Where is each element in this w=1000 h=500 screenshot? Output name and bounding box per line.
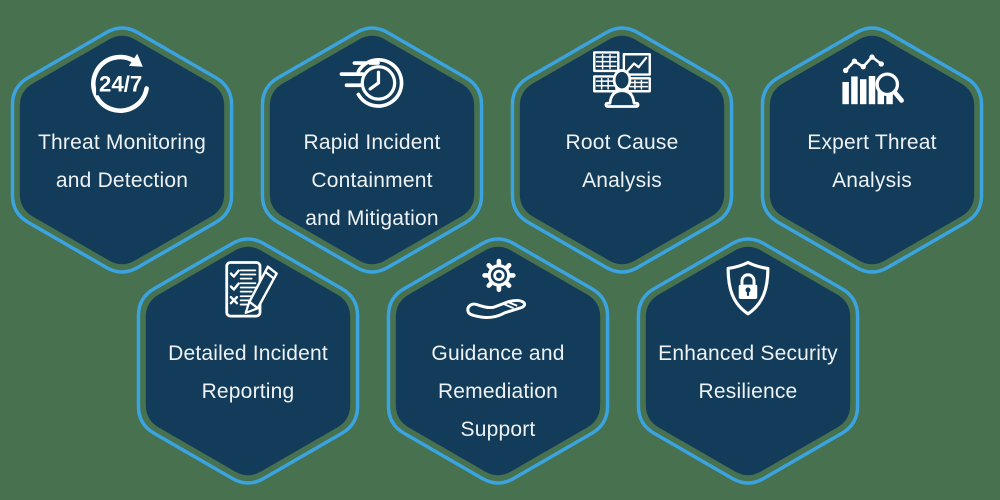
24-7-monitoring-icon: 24/7 — [91, 53, 149, 113]
label-line: Analysis — [582, 169, 662, 192]
hex-root-cause-analysis: Root Cause Analysis — [489, 17, 755, 283]
chart-magnifier-icon — [842, 54, 904, 105]
hexagon-fill — [269, 35, 475, 265]
shield-lock-icon — [726, 260, 770, 316]
hex-expert-threat-analysis: Expert Threat Analysis — [739, 17, 1000, 283]
analyst-dashboards-icon — [593, 51, 651, 108]
label-line: Remediation — [437, 380, 559, 403]
label-line: Guidance and — [431, 342, 565, 365]
hex-enhanced-security-resilience: Enhanced Security Resilience — [615, 228, 881, 494]
hexagon-border — [760, 26, 984, 274]
hexagon-border — [260, 26, 484, 274]
hexagon-shape — [386, 237, 610, 485]
hex-detailed-incident-reporting: Detailed Incident Reporting — [115, 228, 381, 494]
hex-label: Root Cause Analysis — [566, 124, 679, 200]
hexagon-border — [136, 237, 360, 485]
hex-guidance-and-remediation-support: Guidance and Remediation Support — [365, 228, 631, 494]
hex-label: Enhanced Security Resilience — [658, 335, 838, 411]
hexagon-fill — [19, 35, 225, 265]
hexagon-shape — [760, 26, 984, 274]
hexagon-shape — [260, 26, 484, 274]
label-line: Enhanced Security — [658, 342, 838, 365]
hexagon-shape — [10, 26, 234, 274]
hexagon-shape — [636, 237, 860, 485]
hexagon-border — [386, 237, 610, 485]
label-line: Support — [460, 418, 536, 441]
label-line: Threat Monitoring — [38, 131, 206, 154]
hexagon-fill — [145, 246, 351, 476]
gear-hand-icon — [466, 258, 527, 319]
hexagon-fill — [645, 246, 851, 476]
hex-rapid-incident-containment-and-mitigation: Rapid Incident Containment and Mitigatio… — [239, 17, 505, 283]
hexagon-border — [10, 26, 234, 274]
hexagon-border — [510, 26, 734, 274]
label-line: Detailed Incident — [168, 342, 328, 365]
hex-label: Guidance and Remediation Support — [431, 335, 564, 449]
label-line: Rapid Incident — [303, 131, 441, 154]
hex-label: Rapid Incident Containment and Mitigatio… — [303, 124, 440, 238]
hexagon-fill — [769, 35, 975, 265]
hexagon-fill — [519, 35, 725, 265]
hexagon-border — [636, 237, 860, 485]
24-7-label: 24/7 — [99, 72, 142, 97]
label-line: Expert Threat — [807, 131, 937, 154]
speed-clock-icon — [339, 57, 404, 108]
hexagon-fill — [395, 246, 601, 476]
hex-label: Expert Threat Analysis — [807, 124, 936, 200]
checklist-pencil-icon — [225, 261, 278, 318]
hexagon-shape — [136, 237, 360, 485]
label-line: Root Cause — [565, 131, 679, 154]
hexagon-shape — [510, 26, 734, 274]
label-line: and Detection — [55, 169, 189, 192]
label-line: Resilience — [698, 380, 798, 403]
hex-threat-monitoring-and-detection: 24/7 Threat Monitoring and Detection — [0, 17, 255, 283]
label-line: Reporting — [201, 380, 295, 403]
hex-label: Threat Monitoring and Detection — [38, 124, 206, 200]
hex-label: Detailed Incident Reporting — [168, 335, 328, 411]
label-line: Analysis — [832, 169, 912, 192]
label-line: and Mitigation — [305, 207, 439, 230]
label-line: Containment — [311, 169, 433, 192]
